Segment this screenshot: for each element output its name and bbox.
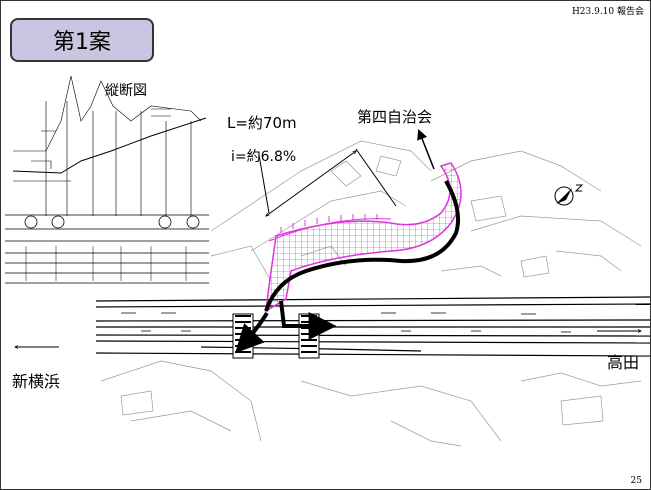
profile-title: 縦断図 xyxy=(105,83,147,99)
west-destination-label: 新横浜 xyxy=(12,372,61,391)
route-grade-label: i=約6.8% xyxy=(231,149,297,165)
route-length-label: L=約70m xyxy=(227,114,297,132)
route-arrow-north-tip xyxy=(417,129,435,170)
page-number: 25 xyxy=(630,476,642,486)
profile-inset xyxy=(5,69,209,291)
station-structure-east xyxy=(298,313,320,359)
route-arrow-east xyxy=(279,300,337,340)
header-meta: H23.9.10 報告会 xyxy=(571,7,644,17)
ramp-structure xyxy=(265,162,462,313)
railway-band xyxy=(96,299,650,357)
route-arrow-west xyxy=(235,311,269,354)
association-label: 第四自治会 xyxy=(357,108,433,126)
east-destination-label: 高田 xyxy=(607,353,640,372)
ramp-edge-line xyxy=(268,218,392,242)
railway-ties xyxy=(121,312,571,333)
ramp-retaining-marks xyxy=(280,214,378,233)
north-arrow-icon xyxy=(554,184,584,206)
route-arrow-north xyxy=(264,180,460,312)
slide-title: 第1案 xyxy=(10,18,154,62)
